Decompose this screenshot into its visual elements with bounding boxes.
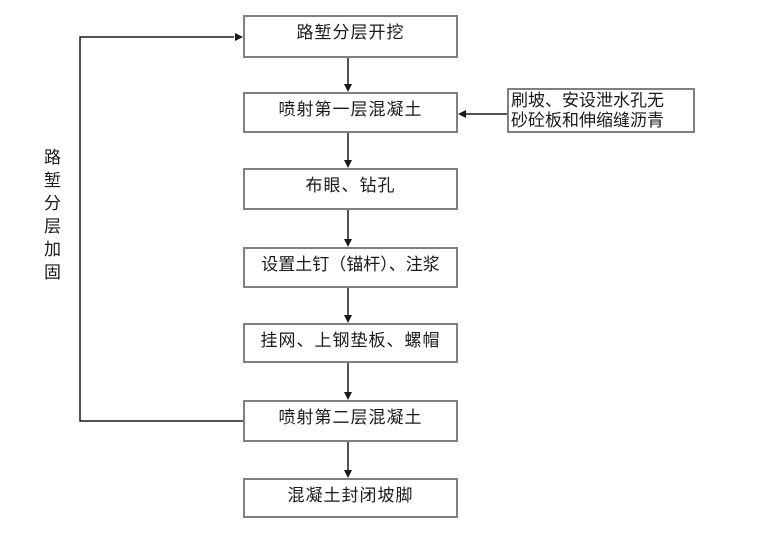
flow-node-soil-nail-grouting: 设置土钉（锚杆）、注浆 (243, 247, 458, 288)
flow-node-seal-slope-foot: 混凝土封闭坡脚 (243, 478, 458, 518)
arrow-down-1 (344, 58, 352, 92)
flow-node-hole-layout-drilling: 布眼、钻孔 (243, 168, 458, 210)
feedback-loop-line (79, 33, 243, 422)
arrow-down-2 (344, 133, 352, 168)
annotation-line-2: 砂砼板和伸缩缝沥青 (511, 111, 664, 130)
flow-node-spray-second-layer: 喷射第二层混凝土 (243, 400, 458, 442)
flow-node-excavation: 路堑分层开挖 (243, 15, 458, 58)
annotation-box: 刷坡、安设泄水孔无 砂砼板和伸缩缝沥青 (507, 88, 695, 133)
arrow-annotation (458, 110, 507, 118)
arrow-down-4 (344, 288, 352, 323)
flow-node-mesh-plate-nut: 挂网、上钢垫板、螺帽 (243, 323, 458, 363)
annotation-line-1: 刷坡、安设泄水孔无 (511, 91, 664, 110)
arrow-down-5 (344, 363, 352, 400)
arrow-down-3 (344, 210, 352, 247)
flow-node-spray-first-layer: 喷射第一层混凝土 (243, 92, 458, 133)
loop-label-vertical: 路堑分层加固 (41, 148, 60, 286)
arrow-down-6 (344, 442, 352, 478)
